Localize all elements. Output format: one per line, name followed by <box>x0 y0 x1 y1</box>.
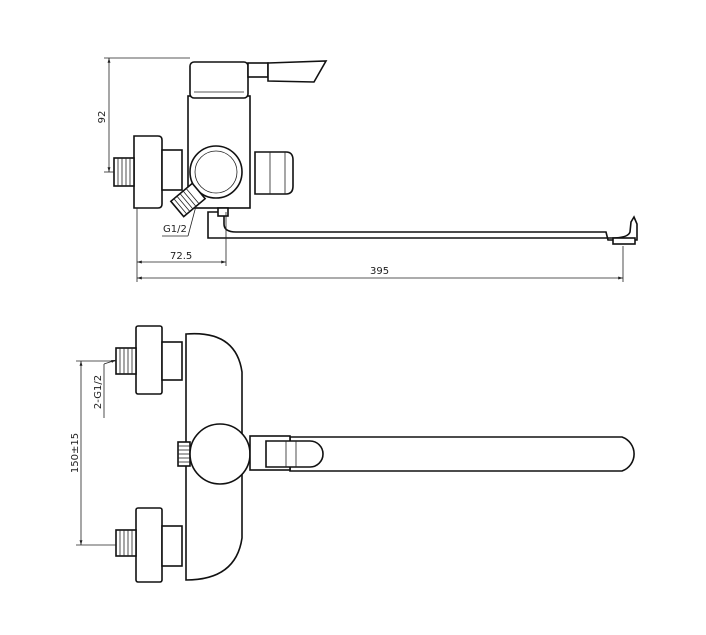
front-upper-nut <box>135 325 163 395</box>
dim-g12: G1/2 <box>162 205 197 237</box>
side-spout <box>207 211 638 241</box>
front-spout <box>289 436 635 472</box>
dim-92: 92 <box>97 57 190 173</box>
front-lower-thread <box>115 529 137 557</box>
side-lever <box>267 60 328 83</box>
side-inlet-collar <box>161 149 183 191</box>
side-drain-nipple <box>217 207 229 217</box>
front-lower-nut <box>135 507 163 583</box>
front-upper-collar <box>161 341 183 381</box>
dim-72-5: 72.5 <box>136 208 227 266</box>
dim-2-g12: 2-G1/2 <box>93 359 117 418</box>
side-hose-port <box>254 151 294 195</box>
dim-150: 150±15 <box>70 360 116 546</box>
dim-thread-label: G1/2 <box>163 224 187 235</box>
dim-height-label: 92 <box>97 111 108 124</box>
dim-395: 395 <box>136 246 624 282</box>
side-inlet-thread <box>113 157 135 187</box>
front-upper-thread <box>115 347 137 375</box>
side-shower-connector <box>169 182 207 218</box>
front-diverter-knob <box>189 423 251 485</box>
side-diverter-knob <box>189 145 243 199</box>
dim-offset-label: 72.5 <box>170 251 192 262</box>
dim-length-label: 395 <box>370 266 389 277</box>
side-lever-stem <box>247 62 269 78</box>
dim-spacing-label: 150±15 <box>70 433 81 473</box>
spout-aerator <box>612 237 636 245</box>
side-cartridge-cap <box>189 61 249 99</box>
front-view: 2-G1/2 150±15 <box>70 325 635 583</box>
front-lever <box>265 440 324 468</box>
front-lower-collar <box>161 525 183 567</box>
side-inlet-nut <box>133 135 163 209</box>
dim-inlets-label: 2-G1/2 <box>93 375 104 409</box>
side-view: 92 G1/2 72.5 395 <box>97 57 638 282</box>
